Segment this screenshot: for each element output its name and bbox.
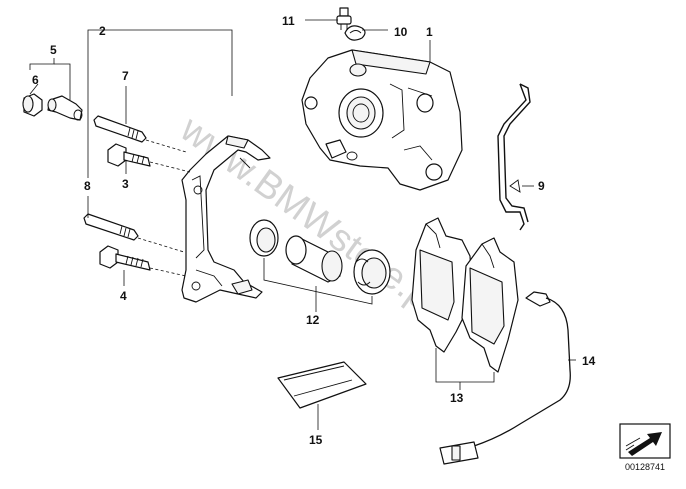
- leader-lines: [29, 19, 576, 430]
- callout-15: 15: [309, 433, 323, 447]
- callout-13: 13: [450, 391, 464, 405]
- arrow-box-icon: [619, 423, 671, 459]
- grease-sachet-part: [277, 361, 367, 409]
- callout-10: 10: [394, 25, 408, 39]
- wear-sensor-part: [439, 291, 571, 465]
- guide-pin-upper-part: [93, 115, 147, 143]
- guide-pin-lower-part: [83, 213, 139, 241]
- pin-upper-axis: [145, 139, 187, 153]
- callout-12: 12: [306, 313, 320, 327]
- caliper-carrier-part: [181, 135, 271, 303]
- callout-3: 3: [122, 177, 129, 191]
- callout-8: 8: [84, 179, 91, 193]
- bolt-lower-axis: [149, 267, 187, 277]
- bolt-lower-part: [99, 245, 151, 271]
- dust-cap-part: [344, 25, 366, 41]
- pin-lower-axis: [137, 237, 185, 253]
- document-number: 00128741: [625, 462, 665, 472]
- callout-4: 4: [120, 289, 127, 303]
- piston-part: [285, 235, 343, 283]
- guide-sleeve-part: [47, 95, 83, 121]
- callout-5: 5: [50, 43, 57, 57]
- dust-boot-part: [353, 249, 391, 295]
- callout-14: 14: [582, 354, 596, 368]
- guide-bush-part: [22, 93, 43, 117]
- callout-7: 7: [122, 69, 129, 83]
- bolt-upper-part: [107, 143, 151, 167]
- brake-pad-inner-part: [411, 217, 473, 353]
- piston-seal-ring-part: [249, 219, 279, 257]
- bolt-upper-axis: [149, 161, 191, 173]
- callout-11: 11: [282, 14, 295, 28]
- callout-2: 2: [99, 24, 106, 38]
- callout-6: 6: [32, 73, 39, 87]
- bleed-screw-part: [336, 7, 352, 30]
- anti-rattle-spring-part: [497, 83, 531, 231]
- caliper-housing-part: [301, 49, 463, 191]
- brake-pad-outer-part: [461, 237, 519, 373]
- callout-9: 9: [538, 179, 545, 193]
- callout-1: 1: [426, 25, 433, 39]
